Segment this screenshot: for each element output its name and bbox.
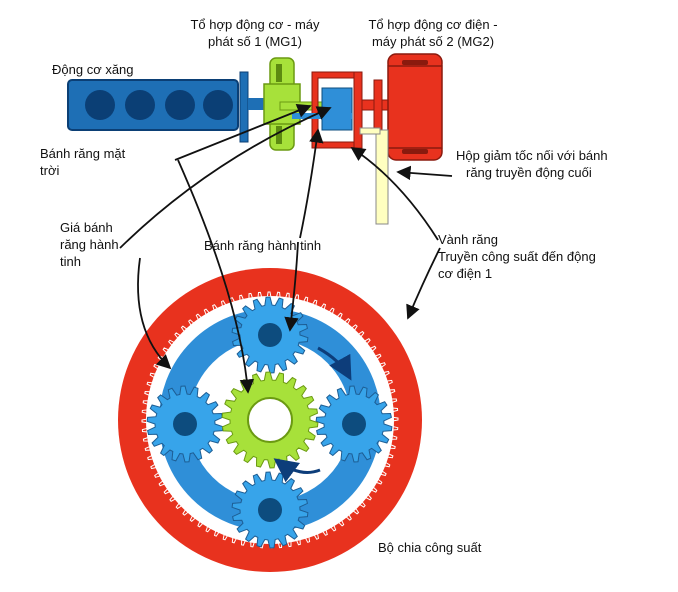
ring-gear-label-line2: Truyền công suất đến động (438, 249, 596, 264)
carrier-label-line1: Giá bánh (60, 220, 113, 235)
mg1-label-line1: Tổ hợp động cơ - máy (190, 17, 320, 32)
reducer-label-line1: Hộp giảm tốc nối với bánh (456, 148, 608, 163)
carrier-shaft (292, 113, 352, 119)
power-split-label: Bộ chia công suất (378, 540, 482, 555)
mg2-label-line1: Tổ hợp động cơ điện - (368, 17, 498, 32)
leader-lines (119, 103, 453, 394)
sun-gear-label-line1: Bánh răng mặt (40, 146, 126, 161)
sun-gear-label-line2: trời (40, 163, 60, 178)
mg2-coupling-flange (373, 79, 383, 131)
planet-gear-top (231, 296, 309, 374)
planet-gear-label: Bánh răng hành tinh (204, 238, 322, 253)
rotation-arrow-bottom (273, 458, 321, 483)
carrier-label-line3: tinh (60, 254, 81, 269)
planet-gear-left (146, 385, 224, 463)
carrier-label-line2: răng hành (60, 237, 119, 252)
engine-block (67, 79, 239, 131)
output-shaft-vertical (375, 129, 389, 225)
planet-gear-bottom (231, 471, 309, 549)
ring-gear-label-line1: Vành răng (438, 232, 498, 247)
output-shaft-stub (359, 127, 381, 135)
engine-label: Động cơ xăng (52, 62, 134, 77)
ring-gear-label-line3: cơ điện 1 (438, 266, 493, 281)
mg1-label-line2: phát số 1 (MG1) (208, 34, 302, 49)
reducer-label-line2: răng truyền động cuối (466, 165, 592, 180)
rotation-arrow-right (317, 346, 352, 381)
mg2-label-line2: máy phát số 2 (MG2) (371, 34, 495, 49)
sun-gear-bore (247, 397, 293, 443)
mg2-unit (387, 53, 443, 161)
planet-gear-right (315, 385, 393, 463)
